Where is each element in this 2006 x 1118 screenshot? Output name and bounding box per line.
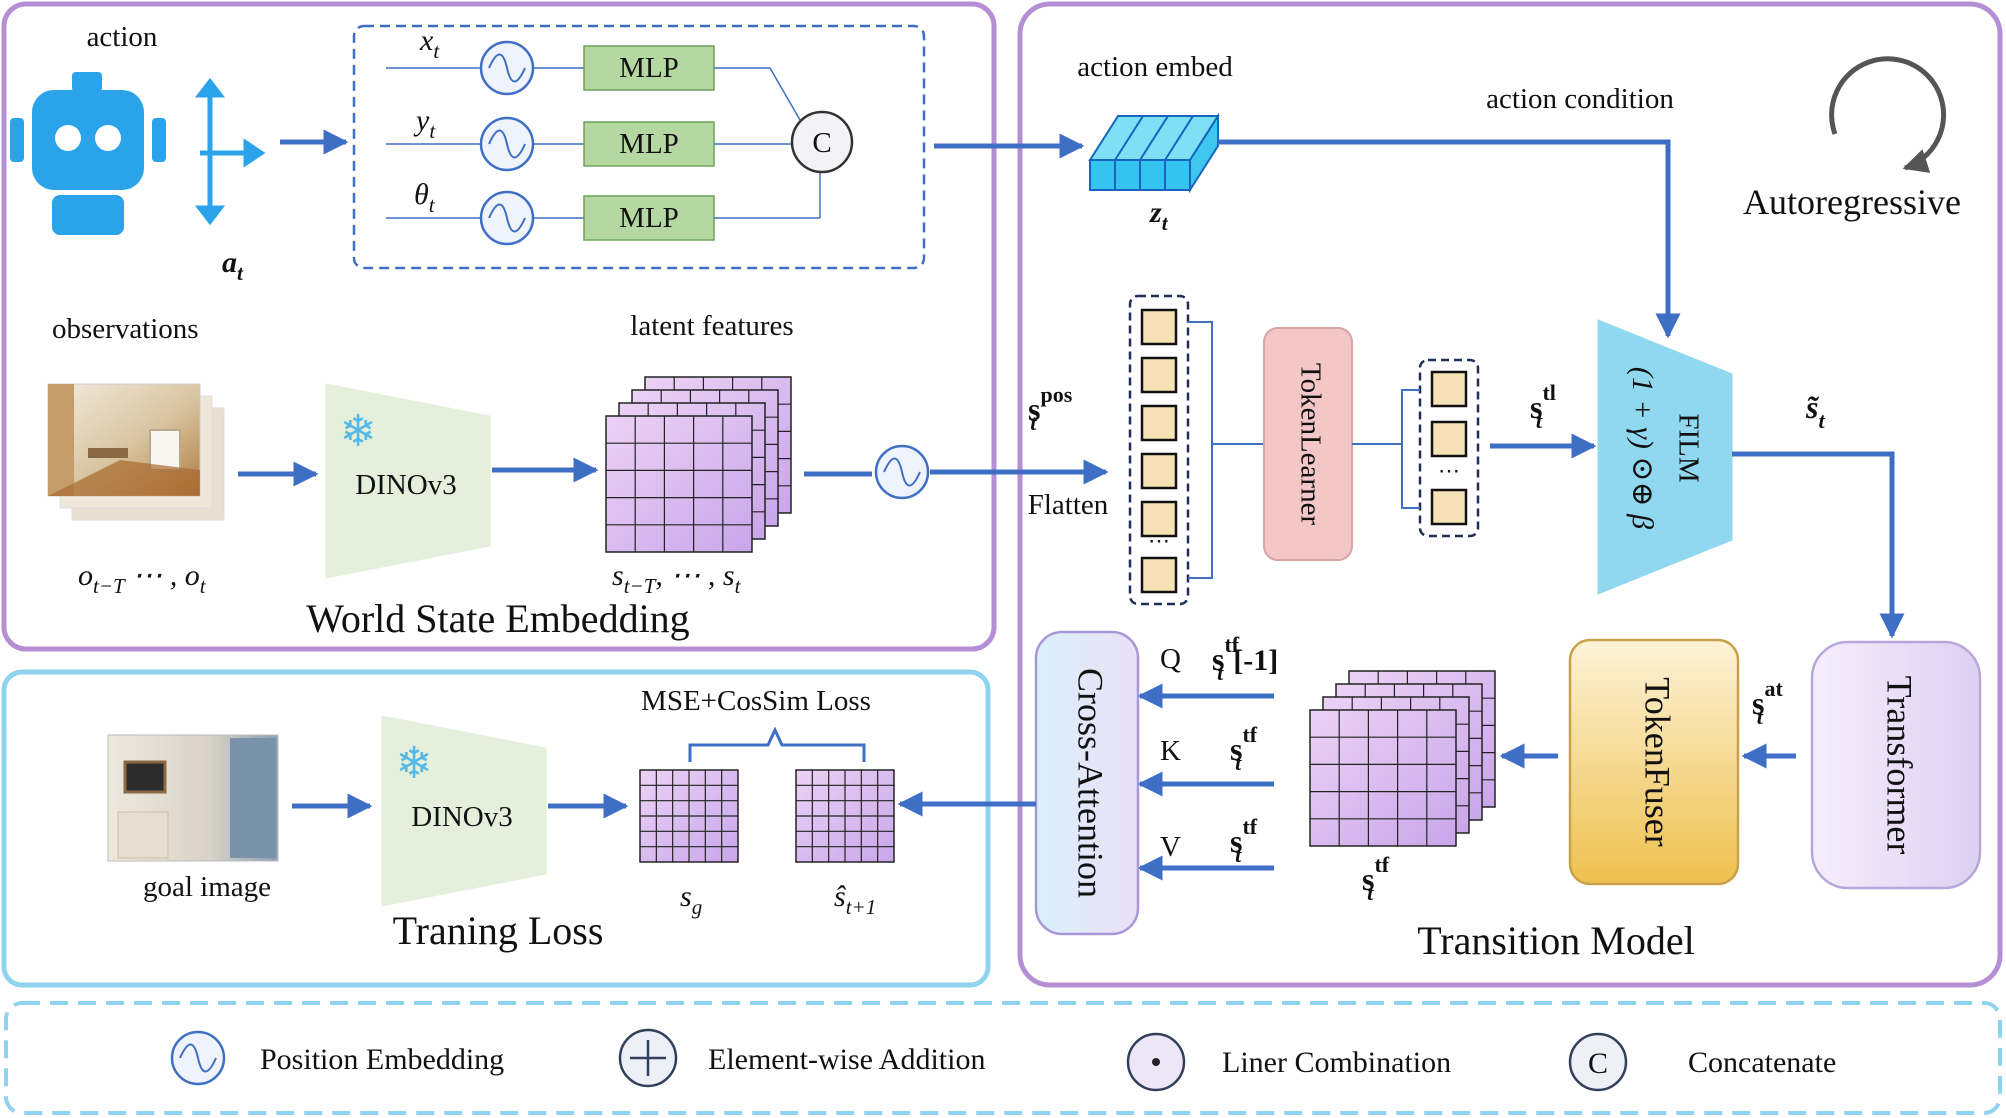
concatenate-icon bbox=[1568, 1032, 1628, 1092]
legend-label-position-embedding: Position Embedding bbox=[260, 1043, 504, 1076]
s-tilde-label: s̃t bbox=[1805, 389, 1825, 433]
goal-latent-grid bbox=[639, 769, 739, 863]
learned-tokens-ellipsis: ⋯ bbox=[1438, 458, 1460, 483]
action-embed-label: action embed bbox=[1077, 51, 1233, 83]
autoregressive-label: Autoregressive bbox=[1743, 182, 1961, 222]
theta-var-label: θt bbox=[414, 178, 436, 217]
cross-attention-block bbox=[1034, 630, 1140, 936]
observation-images bbox=[47, 383, 225, 521]
mlp-box-y bbox=[583, 121, 715, 167]
predicted-latent-grid bbox=[795, 769, 895, 863]
theta-branch: θt MLP bbox=[386, 170, 821, 246]
training-loss-panel bbox=[1, 669, 991, 988]
legend-liner-combination: Liner Combination bbox=[1126, 1032, 1451, 1092]
latent-sequence-label: st−T, ⋯ , st bbox=[612, 559, 742, 598]
concat-label: C bbox=[812, 127, 831, 159]
feature-map-layer bbox=[1309, 709, 1457, 847]
token-learner-label: TokenLearner bbox=[1294, 363, 1326, 526]
action-direction-icon bbox=[194, 77, 266, 226]
transition-model-title: Transition Model bbox=[1417, 918, 1694, 963]
world-state-title: World State Embedding bbox=[306, 596, 689, 641]
flatten-label: Flatten bbox=[1028, 489, 1109, 521]
flattened-tokens-group bbox=[1128, 294, 1190, 606]
action-var: at bbox=[222, 246, 244, 285]
token-fuser-block bbox=[1568, 638, 1740, 886]
legend-label-concatenate: Concatenate bbox=[1688, 1046, 1836, 1079]
action-label: action bbox=[87, 21, 158, 53]
mlp-label-y: MLP bbox=[619, 128, 679, 160]
legend-position-embedding: Position Embedding bbox=[170, 1030, 504, 1086]
action-condition-label: action condition bbox=[1486, 83, 1674, 115]
loss-brace bbox=[688, 726, 866, 762]
legend-label-element-wise-addition: Element-wise Addition bbox=[708, 1043, 985, 1076]
film-block bbox=[1597, 319, 1733, 595]
token-fuser-label: TokenFuser bbox=[1638, 677, 1678, 846]
mlp-label-theta: MLP bbox=[619, 202, 679, 234]
dino-encoder-obs bbox=[325, 383, 491, 579]
legend-concatenate: C Concatenate bbox=[1568, 1032, 1836, 1092]
autoregressive-icon bbox=[1829, 56, 1947, 173]
loss-name-label: MSE+CosSim Loss bbox=[641, 685, 871, 717]
obs-sequence-label: ot−T ⋯ , ot bbox=[78, 559, 207, 598]
tokens-ellipsis: ⋯ bbox=[1148, 528, 1170, 553]
tf-features-grid bbox=[1309, 670, 1496, 847]
action-embed-block bbox=[1088, 112, 1220, 194]
s-hat-label: ŝt+1 bbox=[834, 880, 876, 919]
robot-icon bbox=[10, 72, 166, 235]
s-goal-label: sg bbox=[680, 880, 702, 919]
cross-attention-label: Cross-Attention bbox=[1071, 668, 1111, 898]
film-label: FILM bbox=[1672, 413, 1704, 482]
world-state-panel bbox=[1, 1, 997, 652]
legend-concat-glyph: C bbox=[1588, 1047, 1608, 1080]
goal-image-label: goal image bbox=[143, 871, 271, 903]
action-condition-arrow bbox=[1218, 139, 1681, 339]
latent-features-grid bbox=[605, 376, 792, 553]
flattened-tokens bbox=[1140, 308, 1178, 594]
concatenate-icon bbox=[790, 110, 854, 174]
transition-model-panel bbox=[1017, 1, 2003, 988]
tokens-bracket bbox=[1188, 321, 1213, 579]
z-var-label: zt bbox=[1149, 196, 1169, 235]
mlp-label-x: MLP bbox=[619, 52, 679, 84]
y-var-label: yt bbox=[413, 104, 436, 143]
latent-features-label: latent features bbox=[630, 310, 793, 342]
k-label: K bbox=[1160, 735, 1181, 767]
learned-tokens bbox=[1430, 370, 1468, 526]
learned-tokens-group bbox=[1418, 358, 1480, 538]
feature-map-layer bbox=[605, 415, 753, 553]
legend-element-wise-addition: Element-wise Addition bbox=[618, 1028, 985, 1088]
training-loss-title: Traning Loss bbox=[393, 908, 604, 953]
y-branch: yt MLP bbox=[386, 104, 794, 172]
snowflake-icon: ❄ bbox=[396, 739, 433, 788]
legend-panel bbox=[4, 1001, 2002, 1115]
q-label: Q bbox=[1160, 643, 1181, 675]
film-to-transformer-arrow bbox=[1732, 451, 1905, 639]
v-label: V bbox=[1160, 831, 1181, 863]
transformer-block bbox=[1810, 640, 1982, 890]
transformer-label: Transformer bbox=[1880, 676, 1920, 855]
film-formula: (1 + γ) ⊙⊕ β bbox=[1626, 367, 1659, 529]
dino-encoder-goal bbox=[381, 715, 547, 907]
x-branch: xt MLP bbox=[386, 24, 801, 121]
snowflake-icon: ❄ bbox=[340, 407, 377, 456]
mlp-box-theta bbox=[583, 195, 715, 241]
legend-label-liner-combination: Liner Combination bbox=[1222, 1046, 1451, 1079]
observations-label: observations bbox=[52, 313, 199, 345]
learned-tokens-bracket bbox=[1401, 389, 1420, 509]
action-encoder-box bbox=[352, 24, 926, 270]
goal-image bbox=[107, 734, 279, 862]
dino-label-goal: DINOv3 bbox=[411, 801, 513, 833]
x-var-label: xt bbox=[419, 24, 440, 63]
dino-label-obs: DINOv3 bbox=[355, 469, 457, 501]
